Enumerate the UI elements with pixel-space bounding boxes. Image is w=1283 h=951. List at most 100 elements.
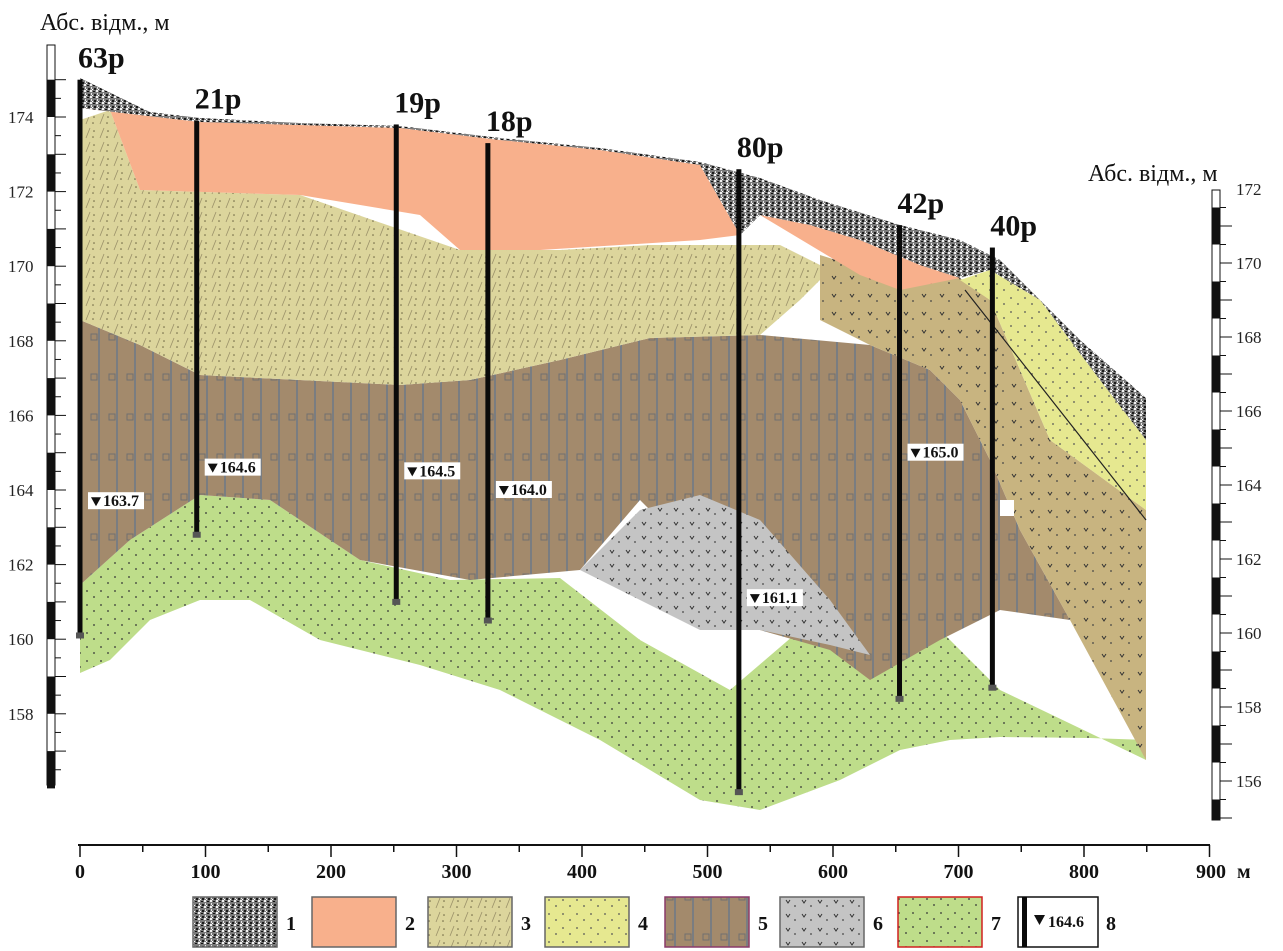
water-level-box bbox=[907, 443, 964, 461]
right-tick-label: 156 bbox=[1236, 772, 1262, 791]
water-level-marker bbox=[207, 463, 218, 473]
distance-tick-label: 200 bbox=[316, 861, 346, 883]
legend-swatch-3 bbox=[427, 896, 513, 948]
legend-swatch-1 bbox=[192, 896, 278, 948]
well-column bbox=[194, 120, 200, 535]
wells: 63р 163.7 21р 164.6 19р 164.5 18р 164.0 80р 161.1… bbox=[76, 42, 1037, 796]
legend-number: 8 bbox=[1106, 913, 1116, 935]
water-level-box bbox=[495, 481, 552, 498]
distance-axis: 0 100 200 300 400 500 600 700 800 bbox=[75, 844, 1211, 883]
water-level-marker bbox=[91, 497, 101, 507]
right-tick-label: 162 bbox=[1236, 550, 1262, 569]
right-tick-label: 166 bbox=[1236, 402, 1262, 421]
left-tick-label: 160 bbox=[8, 630, 34, 649]
well-label: 19р bbox=[394, 86, 441, 119]
legend-swatch-5 bbox=[664, 896, 750, 948]
water-level-box bbox=[746, 589, 803, 607]
water-level-value: 163.7 bbox=[103, 493, 139, 510]
well-bottom bbox=[192, 531, 201, 538]
distance-tick-label: 800 bbox=[1069, 861, 1099, 883]
legend-sample-value: 164.6 bbox=[1048, 914, 1084, 931]
well-label: 18р bbox=[486, 105, 533, 138]
water-level-marker bbox=[910, 448, 921, 458]
left-tick-label: 168 bbox=[8, 332, 34, 351]
left-tick-label: 162 bbox=[8, 556, 34, 575]
left-tick-label: 170 bbox=[8, 257, 34, 276]
well-label: 42р bbox=[898, 187, 945, 220]
distance-tick-label: 400 bbox=[567, 861, 597, 883]
left-tick-label: 158 bbox=[8, 705, 34, 724]
legend-swatch-7 bbox=[897, 896, 983, 948]
distance-tick-label: 300 bbox=[442, 861, 472, 883]
water-level-box-empty bbox=[1000, 500, 1014, 516]
right-tick-label: 158 bbox=[1236, 698, 1262, 717]
water-level-value: 165.0 bbox=[923, 445, 959, 462]
legend-number: 6 bbox=[873, 913, 883, 935]
well-label: 63р bbox=[78, 42, 125, 75]
legend-number: 2 bbox=[405, 913, 415, 935]
legend: 1 2 3 4 5 6 7 164.6 8 bbox=[192, 896, 1116, 948]
well-bottom bbox=[483, 617, 492, 624]
well-column bbox=[77, 79, 83, 636]
distance-unit: м bbox=[1237, 861, 1251, 883]
layer-green-sand bbox=[80, 495, 1146, 810]
legend-number: 5 bbox=[758, 913, 768, 935]
distance-tick-label: 500 bbox=[693, 861, 723, 883]
legend-number: 4 bbox=[638, 913, 648, 935]
layer-sand-right bbox=[960, 270, 1146, 510]
distance-tick-label: 700 bbox=[944, 861, 974, 883]
right-axis-title: Абс. відм., м bbox=[1088, 161, 1218, 187]
fault-line bbox=[964, 289, 1147, 521]
left-tick-label: 172 bbox=[8, 183, 34, 202]
well-column bbox=[989, 247, 995, 688]
distance-tick-label: 600 bbox=[818, 861, 848, 883]
right-tick-label: 172 bbox=[1236, 180, 1262, 199]
water-level-value: 161.1 bbox=[762, 590, 798, 607]
legend-swatch-2 bbox=[311, 896, 397, 948]
layer-loam bbox=[80, 110, 830, 385]
distance-last-tick: 900 bbox=[1196, 861, 1226, 883]
distance-tick-label: 100 bbox=[191, 861, 221, 883]
water-level-box bbox=[204, 458, 261, 476]
layer-clay bbox=[80, 108, 960, 290]
right-tick-label: 164 bbox=[1236, 476, 1262, 495]
layer-wedge bbox=[820, 255, 1146, 760]
right-tick-label: 160 bbox=[1236, 624, 1262, 643]
well-bottom bbox=[392, 598, 401, 605]
left-axis-title: Абс. відм., м bbox=[40, 10, 170, 36]
water-level-marker bbox=[498, 486, 509, 495]
legend-number: 7 bbox=[991, 913, 1001, 935]
left-tick-label: 164 bbox=[8, 481, 34, 500]
layer-brown-clay bbox=[80, 320, 1070, 680]
water-level-marker bbox=[749, 594, 760, 604]
water-level-box bbox=[404, 462, 461, 480]
well-column bbox=[485, 143, 491, 621]
water-level-value: 164.6 bbox=[220, 460, 256, 477]
water-level-value: 164.5 bbox=[419, 463, 455, 480]
well-column bbox=[736, 169, 742, 793]
well-column bbox=[897, 225, 903, 699]
right-tick-label: 170 bbox=[1236, 254, 1262, 273]
well-column bbox=[393, 124, 399, 602]
legend-number: 3 bbox=[521, 913, 531, 935]
distance-tick-label: 0 bbox=[75, 861, 85, 883]
water-level-value: 164.0 bbox=[511, 482, 547, 499]
well-bottom bbox=[76, 632, 84, 639]
legend-swatch-4 bbox=[544, 896, 630, 948]
well-bottom bbox=[734, 789, 743, 796]
well-bottom bbox=[988, 684, 997, 691]
well-bottom bbox=[895, 695, 904, 702]
layer-gray bbox=[580, 495, 870, 655]
left-tick-label: 166 bbox=[8, 406, 34, 425]
layer-soil bbox=[80, 78, 1146, 440]
water-level-marker bbox=[407, 467, 418, 477]
legend-number: 1 bbox=[286, 913, 296, 935]
well-label: 80р bbox=[737, 131, 784, 164]
right-tick-label: 168 bbox=[1236, 328, 1262, 347]
well-label: 21р bbox=[195, 83, 242, 116]
well-label: 40р bbox=[990, 210, 1037, 243]
water-level-box bbox=[88, 492, 144, 510]
legend-swatch-6 bbox=[779, 896, 865, 948]
right-elevation-scale: 172 170 168 166 164 162 160 158 156 bbox=[1211, 180, 1262, 821]
